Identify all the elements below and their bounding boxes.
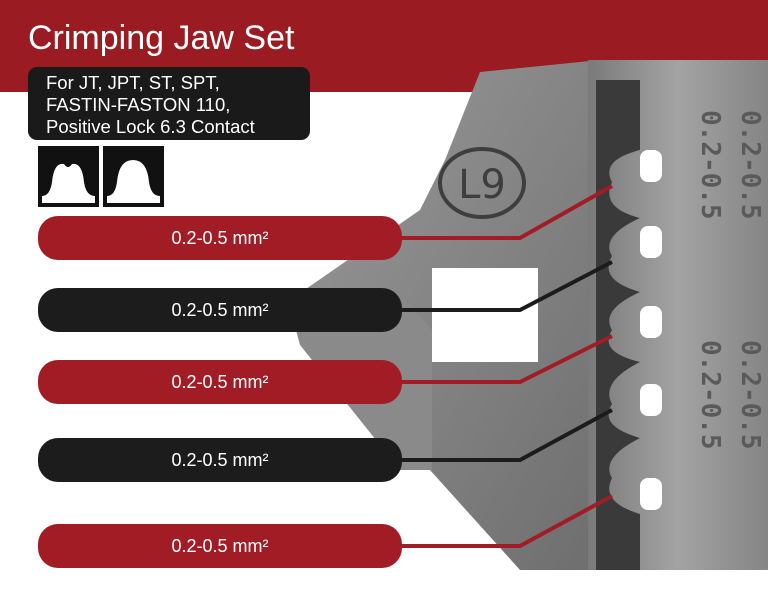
crimp-profile-open-icon bbox=[38, 146, 99, 207]
size-label-3: 0.2-0.5 mm² bbox=[38, 360, 402, 404]
size-stamp-3: 0.2-0.5 bbox=[695, 340, 725, 450]
size-label-4: 0.2-0.5 mm² bbox=[38, 438, 402, 482]
size-label-5: 0.2-0.5 mm² bbox=[38, 524, 402, 568]
compatibility-line-3: Positive Lock 6.3 Contact bbox=[46, 116, 255, 137]
size-label-1: 0.2-0.5 mm² bbox=[38, 216, 402, 260]
size-label-2: 0.2-0.5 mm² bbox=[38, 288, 402, 332]
jaw-marking: L9 bbox=[458, 162, 506, 208]
page-title: Crimping Jaw Set bbox=[28, 19, 295, 57]
compatibility-box bbox=[28, 67, 310, 140]
size-stamp-2: 0.2-0.5 bbox=[735, 110, 765, 220]
size-stamp-1: 0.2-0.5 bbox=[695, 110, 725, 220]
compatibility-line-2: FASTIN-FASTON 110, bbox=[46, 94, 231, 115]
compatibility-line-1: For JT, JPT, ST, SPT, bbox=[46, 72, 220, 93]
crimp-profile-closed-icon bbox=[103, 146, 164, 207]
size-stamp-4: 0.2-0.5 bbox=[735, 340, 765, 450]
